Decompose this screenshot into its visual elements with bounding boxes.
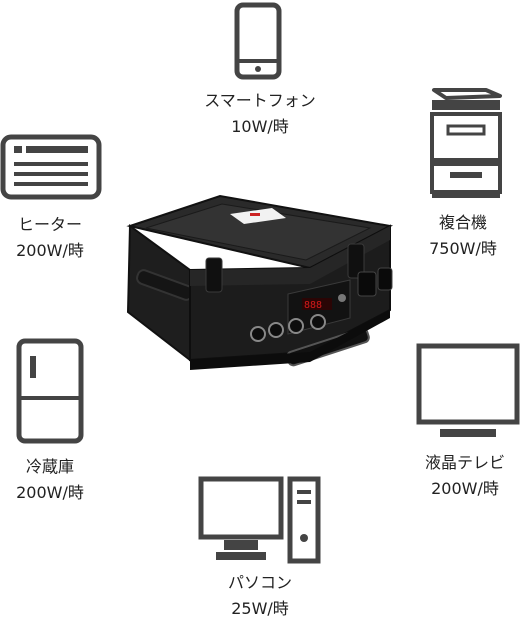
device-name: スマートフォン bbox=[204, 91, 316, 110]
device-caption: パソコン 25W/時 bbox=[190, 570, 330, 622]
device-caption: 複合機 750W/時 bbox=[408, 210, 518, 262]
device-power: 200W/時 bbox=[16, 241, 84, 260]
heater-icon bbox=[0, 134, 102, 200]
device-name: 複合機 bbox=[438, 213, 487, 232]
device-name: 液晶テレビ bbox=[424, 453, 505, 472]
device-power: 200W/時 bbox=[431, 479, 499, 498]
device-name: 冷蔵庫 bbox=[25, 457, 74, 476]
svg-text:888: 888 bbox=[304, 300, 322, 311]
device-caption: ヒーター 200W/時 bbox=[0, 212, 100, 264]
device-power: 25W/時 bbox=[231, 599, 289, 618]
device-name: ヒーター bbox=[17, 215, 82, 234]
tv-icon bbox=[416, 343, 520, 437]
refrigerator-icon bbox=[16, 338, 84, 444]
device-power: 200W/時 bbox=[16, 483, 84, 502]
device-power: 750W/時 bbox=[429, 239, 497, 258]
smartphone-icon bbox=[234, 2, 282, 80]
device-name: パソコン bbox=[227, 573, 292, 592]
portable-power-station-case: 888 bbox=[126, 194, 394, 370]
device-power: 10W/時 bbox=[231, 117, 289, 136]
device-caption: スマートフォン 10W/時 bbox=[180, 88, 340, 140]
desktop-pc-icon bbox=[198, 476, 321, 564]
device-caption: 冷蔵庫 200W/時 bbox=[0, 454, 100, 506]
printer-icon bbox=[430, 88, 502, 198]
device-caption: 液晶テレビ 200W/時 bbox=[410, 450, 520, 502]
